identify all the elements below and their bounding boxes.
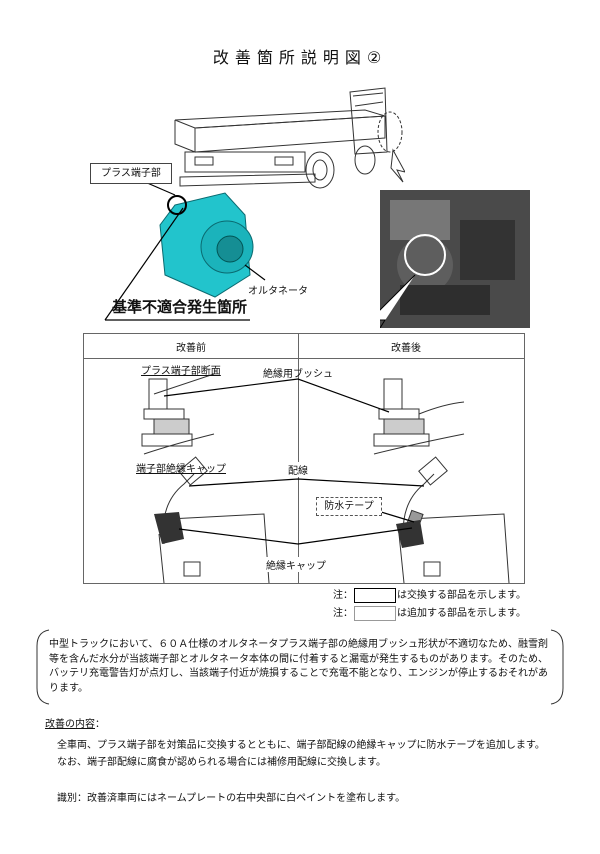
- leader-lines: [104, 181, 266, 321]
- alternator-label: オルタネータ: [248, 286, 308, 297]
- bracket-frame: [36, 629, 564, 705]
- waterproof-tape-label: 防水テープ: [316, 497, 382, 516]
- note-text: は追加する部品を示します。: [397, 608, 526, 619]
- after-header: 改善後: [391, 343, 421, 354]
- wiring-label: 配線: [288, 462, 308, 477]
- terminal-section-label: プラス端子部断面: [141, 366, 221, 377]
- add-legend-box: [354, 605, 396, 621]
- improvement-heading: 改善の内容：: [45, 715, 105, 730]
- heading-colon: ：: [95, 719, 105, 730]
- alternator-illustration: [159, 192, 254, 298]
- page-title: 改善箇所説明図②: [212, 48, 388, 67]
- note-add: 注： は追加する部品を示します。: [333, 604, 526, 621]
- cap-label: 絶縁キャップ: [266, 557, 326, 572]
- note-prefix: 注：: [333, 590, 353, 601]
- note-text: は交換する部品を示します。: [397, 590, 526, 601]
- issue-text: 中型トラックにおいて、６０Ａ仕様のオルタネータプラス端子部の絶縁用ブッシュ形状が…: [49, 639, 548, 694]
- engine-photo: [380, 190, 530, 328]
- replace-legend-box: [354, 587, 396, 603]
- improvement-line-2: なお、端子部配線に腐食が認められる場合には補修用配線に交換します。: [57, 757, 386, 768]
- truck-illustration: [174, 87, 405, 189]
- column-divider: [298, 334, 299, 583]
- improvement-heading-text: 改善の内容: [45, 719, 95, 730]
- note-replace: 注： は交換する部品を示します。: [333, 586, 526, 603]
- identification-text: 識別：改善済車両にはネームプレートの右中央部に白ペイントを塗布します。: [57, 793, 406, 804]
- cap-section-label: 端子部絶縁キャップ: [136, 464, 226, 475]
- comparison-table: 改善前 改善後: [83, 333, 525, 584]
- issue-description: 中型トラックにおいて、６０Ａ仕様のオルタネータプラス端子部の絶縁用ブッシュ形状が…: [35, 628, 565, 706]
- before-header: 改善前: [176, 343, 206, 354]
- improvement-line-1: 全車両、プラス端子部を対策品に交換するとともに、端子部配線の絶縁キャップに防水テ…: [57, 740, 545, 751]
- plus-terminal-callout: プラス端子部: [90, 163, 172, 184]
- note-prefix: 注：: [333, 608, 353, 619]
- table-header: 改善前 改善後: [84, 334, 524, 359]
- comparison-drawings: [141, 373, 510, 583]
- nonconformity-location-label: 基準不適合発生箇所: [112, 298, 248, 316]
- bush-label: 絶縁用ブッシュ: [263, 369, 333, 380]
